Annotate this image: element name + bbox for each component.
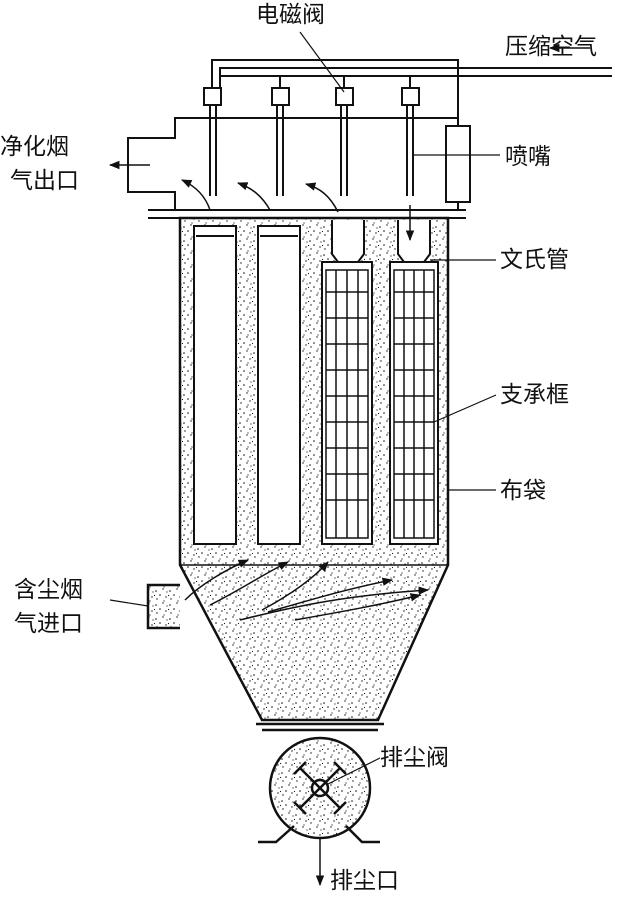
rotary-valve-vanes (293, 761, 347, 815)
flow-arrow-up-3 (304, 182, 339, 213)
flow-arrow-up-1 (181, 179, 211, 211)
solenoid-valve-2 (271, 87, 290, 106)
clean-gas-plenum (127, 117, 458, 210)
filter-bag-1 (193, 225, 237, 545)
inlet-flow-arrow-3 (261, 561, 329, 611)
leader-solenoid (299, 31, 345, 93)
solenoid-valve-3 (335, 87, 354, 106)
inlet-flow-arrow-4 (267, 577, 394, 613)
inlet-flow-arrow-5 (294, 593, 422, 621)
filter-bag-2 (257, 225, 301, 545)
inlet-flow-arrow-1 (184, 559, 249, 601)
gas-flow-arrows (108, 43, 590, 887)
dusty-gas-inlet-label-line2: 气进口 (14, 611, 83, 637)
leader-inlet (109, 599, 149, 607)
support-frame-4 (393, 269, 435, 539)
compressed-air-pipe-top (219, 67, 612, 92)
leader-valve (325, 757, 381, 786)
dust-discharge-valve-body (256, 722, 384, 844)
clean-gas-outlet-label-line1: 净化烟 (0, 134, 69, 160)
dust-discharge-valve-label: 排尘阀 (380, 745, 449, 771)
nozzle-side-box (445, 125, 471, 203)
venturi-tube-3 (331, 220, 365, 263)
dusty-gas-inlet-label-line1: 含尘烟 (14, 577, 83, 603)
support-frame-label: 支承框 (500, 382, 569, 408)
solenoid-valve-group (203, 76, 420, 196)
compressed-air-label: 压缩空气 (505, 34, 597, 60)
venturi-tube-4 (397, 220, 431, 263)
solenoid-valve-4 (401, 87, 420, 106)
solenoid-valve-label: 电磁阀 (256, 2, 325, 28)
filter-bags (193, 225, 439, 545)
nozzle-label: 喷嘴 (505, 144, 551, 170)
dusty-gas-inlet-duct (146, 583, 180, 630)
inlet-flow-arrow-6 (239, 586, 430, 621)
inlet-flow-arrow-2 (209, 561, 289, 606)
filter-bag-label: 布袋 (500, 478, 546, 504)
solenoid-valve-1 (203, 87, 222, 106)
leader-lines (109, 31, 500, 786)
support-frame-3 (325, 269, 369, 539)
leader-frame (433, 394, 497, 423)
clean-gas-outlet-label-line2: 气出口 (10, 168, 79, 194)
support-frame-grid (325, 269, 435, 539)
dust-outlet-label: 排尘口 (330, 868, 399, 894)
rotary-valve-outlet (258, 825, 380, 844)
venturi-tube-label: 文氏管 (500, 247, 569, 273)
flow-arrow-up-2 (237, 182, 271, 211)
